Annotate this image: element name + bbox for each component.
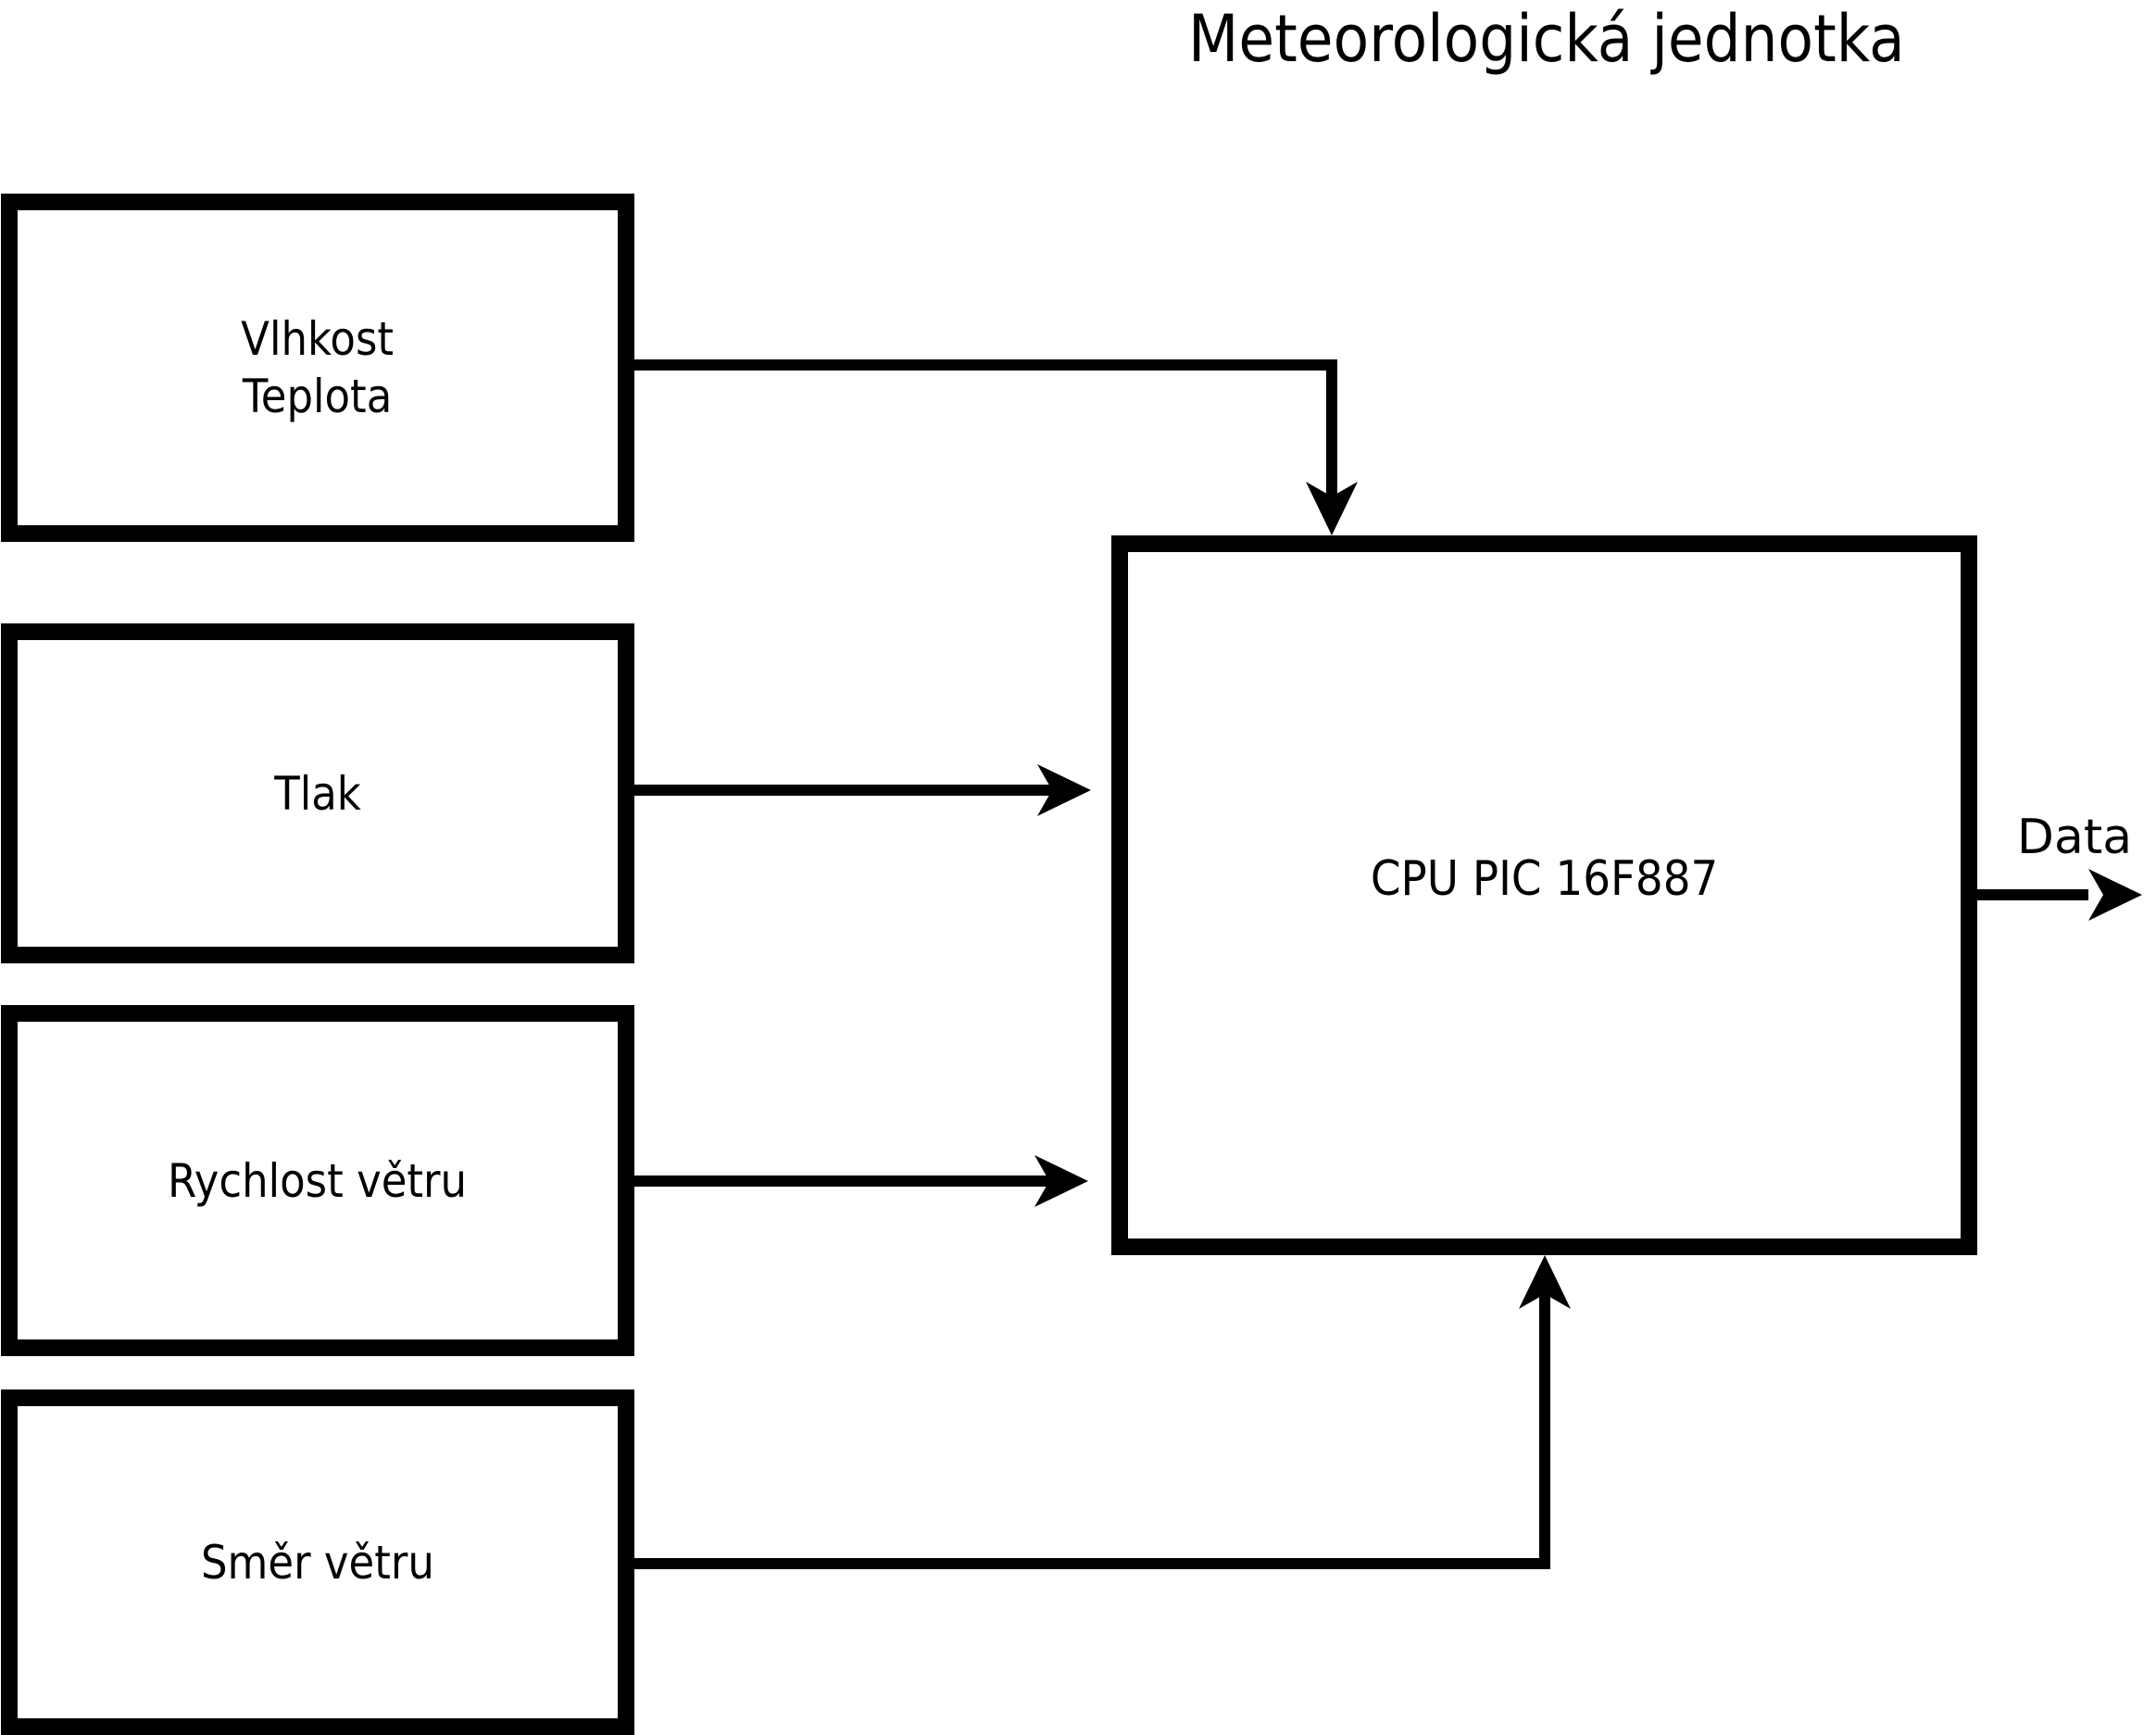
connector-wind-direction-to-cpu [634, 1294, 1550, 1569]
arrowhead-wind-direction-to-cpu [1519, 1255, 1571, 1309]
diagram-title: Meteorologická jednotka [1093, 0, 2000, 78]
sensor-label-temperature: Teplota [243, 370, 393, 423]
connector-humidity-temperature-to-cpu [634, 359, 1337, 497]
data-output-label: Data [2016, 810, 2133, 865]
arrowhead-cpu-to-data-output [2088, 869, 2142, 921]
sensor-label-humidity: Vlhkost [241, 312, 395, 366]
cpu-label: CPU PIC 16F887 [1370, 850, 1719, 907]
sensor-box-humidity-temperature: Vlhkost Teplota [1, 194, 634, 542]
arrowhead-wind-speed-to-cpu [1034, 1155, 1088, 1207]
sensor-label-wind-direction: Směr větru [201, 1535, 434, 1590]
sensor-label-pressure: Tlak [274, 766, 361, 821]
diagram-title-text: Meteorologická jednotka [1188, 1, 1905, 77]
sensor-label-wind-speed: Rychlost větru [168, 1153, 468, 1208]
cpu-box: CPU PIC 16F887 [1111, 535, 1977, 1255]
sensor-box-wind-direction: Směr větru [1, 1389, 634, 1735]
arrowhead-pressure-to-cpu [1037, 764, 1091, 816]
sensor-label-humidity-temperature: Vlhkost Teplota [242, 310, 395, 425]
sensor-box-pressure: Tlak [1, 623, 634, 963]
arrowhead-humidity-temperature-to-cpu [1306, 482, 1358, 535]
sensor-box-wind-speed: Rychlost větru [1, 1005, 634, 1356]
